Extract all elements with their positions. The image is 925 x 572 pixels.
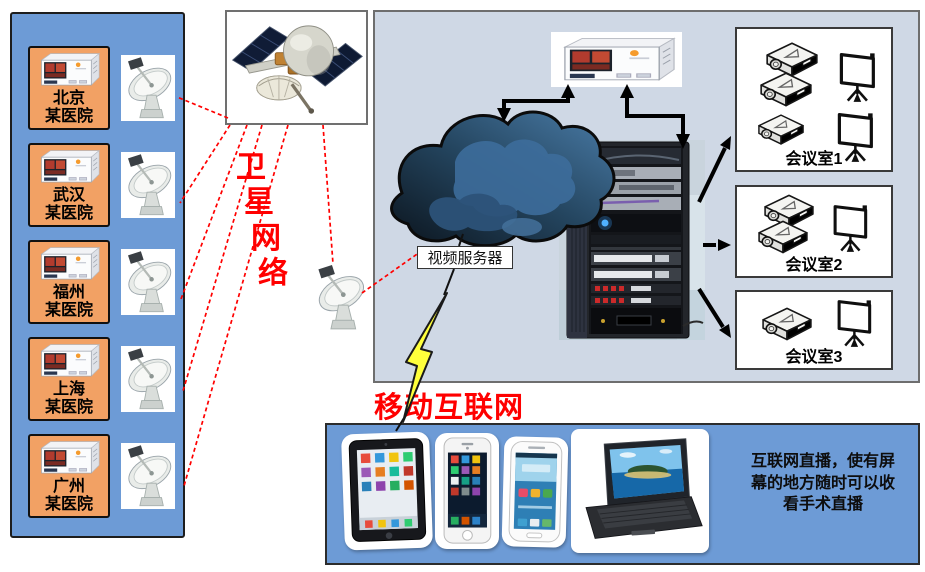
hospital-org: 某医院 <box>44 204 93 222</box>
projection-screen-icon <box>835 49 881 105</box>
devices-panel: 互联网直播，使有屏 幕的地方随时可以收 看手术直播 <box>325 423 920 565</box>
satellite-dish-icon <box>121 249 175 315</box>
hospital-city: 广州 <box>52 477 85 495</box>
satellite-image <box>225 10 368 125</box>
meeting-room-2-label: 会议室2 <box>785 257 843 274</box>
hospital-city: 武汉 <box>52 186 85 204</box>
hospital-row: 上海 某医院 <box>12 337 183 421</box>
projector-icon <box>757 113 805 148</box>
video-encoder-icon <box>34 342 104 380</box>
satellite-dish-icon <box>121 346 175 412</box>
hospital-label: 上海 某医院 <box>45 381 93 416</box>
laptop-photo <box>571 429 709 553</box>
mobile-internet-label: 移动互联网 <box>374 392 525 424</box>
hospital-card-wuhan: 武汉 某医院 <box>28 143 110 227</box>
hospital-row: 北京 某医院 <box>12 46 183 130</box>
iphone-photo <box>435 433 499 549</box>
hospital-card-fuzhou: 福州 某医院 <box>28 240 110 324</box>
hospital-card-shanghai: 上海 某医院 <box>28 337 110 421</box>
hospital-label: 武汉 某医院 <box>45 187 93 222</box>
video-encoder-icon <box>34 148 104 186</box>
satellite-dish-icon <box>121 152 175 218</box>
hospital-org: 某医院 <box>44 301 93 319</box>
meeting-room-1: 会议室1 <box>735 27 893 172</box>
meeting-room-2: 会议室2 <box>735 185 893 278</box>
tablet-icon <box>345 435 430 547</box>
projector-icon <box>761 306 813 344</box>
server-rack-icon <box>559 140 705 340</box>
video-server-label: 视频服务器 <box>417 246 513 269</box>
hospital-org: 某医院 <box>44 495 93 513</box>
hospital-org: 某医院 <box>44 398 93 416</box>
hospital-city: 上海 <box>52 380 85 398</box>
video-encoder-icon <box>34 51 104 89</box>
hospital-row: 武汉 某医院 <box>12 143 183 227</box>
smartphone-icon <box>438 436 497 545</box>
projection-screen-icon <box>833 296 877 350</box>
satellite-network-label: 卫 星 网 络 <box>236 151 288 291</box>
tablet-photo <box>341 431 433 551</box>
hospital-card-guangzhou: 广州 某医院 <box>28 434 110 518</box>
hospital-card-beijing: 北京 某医院 <box>28 46 110 130</box>
video-encoder-icon <box>34 439 104 477</box>
projection-screen-icon <box>829 201 873 255</box>
hospital-label: 广州 某医院 <box>45 478 93 513</box>
hospital-city: 北京 <box>52 89 85 107</box>
hospital-label: 北京 某医院 <box>45 90 93 125</box>
server-rack-image <box>559 140 705 340</box>
projector-icon <box>759 71 813 110</box>
hospital-label: 福州 某医院 <box>45 284 93 319</box>
hospital-org: 某医院 <box>44 107 93 125</box>
smartphone-icon <box>504 440 566 545</box>
satellite-dish-icon <box>121 55 175 121</box>
ground-station-dish-icon <box>311 261 368 334</box>
video-decoder-image <box>551 32 682 87</box>
hospital-row: 广州 某医院 <box>12 434 183 518</box>
broadcast-caption: 互联网直播，使有屏 幕的地方随时可以收 看手术直播 <box>750 453 895 514</box>
video-encoder-icon <box>34 245 104 283</box>
hospitals-panel: 北京 某医院 武汉 某医院 福州 某医院 <box>10 12 185 538</box>
meeting-room-3: 会议室3 <box>735 290 893 370</box>
satellite-icon <box>227 12 366 123</box>
meeting-room-3-label: 会议室3 <box>785 349 843 366</box>
meeting-room-1-label: 会议室1 <box>785 151 843 168</box>
video-encoder-icon <box>555 35 679 85</box>
hospital-row: 福州 某医院 <box>12 240 183 324</box>
hospital-city: 福州 <box>52 283 85 301</box>
satellite-dish-icon <box>121 443 175 509</box>
laptop-icon <box>577 433 704 550</box>
android-phone-photo <box>501 436 569 548</box>
